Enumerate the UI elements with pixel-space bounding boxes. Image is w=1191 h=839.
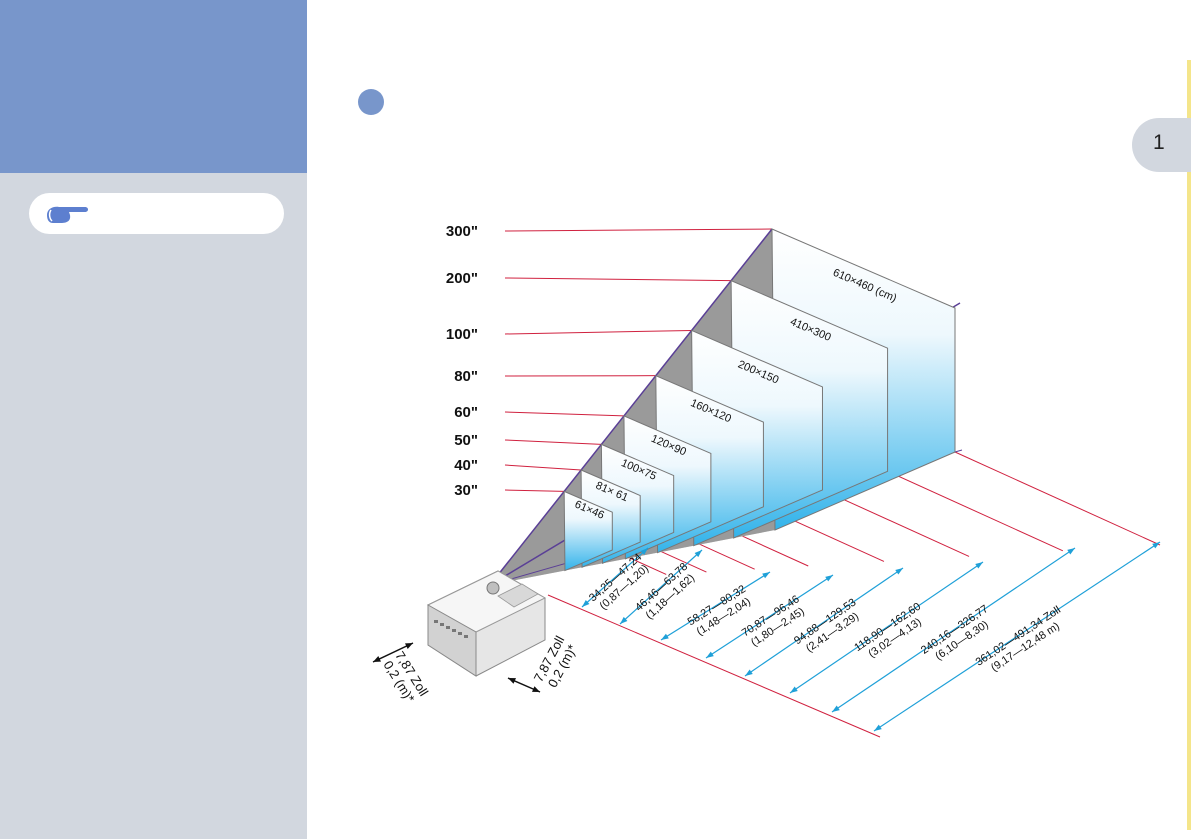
distance-arrow — [831, 547, 1076, 713]
distance-arrowhead — [825, 575, 833, 582]
chapter-number: 1 — [1153, 131, 1165, 154]
screen-size-label: 60" — [454, 404, 478, 421]
projector-vent — [434, 620, 438, 623]
distance-arrow — [873, 541, 1161, 732]
distance-arrowhead — [832, 705, 840, 712]
size-leader-line — [504, 329, 692, 335]
projector-vent — [464, 635, 468, 638]
projector-vent — [446, 626, 450, 629]
projector-lens — [486, 581, 500, 595]
left-offset-arrow — [372, 642, 414, 663]
distance-arrow — [789, 561, 984, 694]
distance-arrowhead — [975, 562, 983, 569]
distance-arrow — [581, 547, 649, 608]
distance-baseline — [547, 594, 881, 738]
projector-vent — [452, 629, 456, 632]
right-offset-arrow-head — [508, 678, 516, 684]
pointing-hand-icon — [47, 206, 88, 223]
size-leader-line — [504, 464, 582, 471]
projector-vent — [458, 632, 462, 635]
size-leader-line — [504, 277, 732, 282]
distance-arrowhead — [661, 633, 669, 640]
note-button[interactable] — [29, 193, 284, 234]
distance-arrow — [705, 574, 834, 659]
distance-arrow — [660, 571, 771, 641]
distance-arrow — [744, 567, 904, 677]
screen-panel — [563, 490, 613, 572]
page-edge-strip — [1187, 60, 1191, 830]
size-leader-line — [504, 439, 602, 445]
distance-arrowhead — [745, 669, 753, 676]
right-offset-arrow-head — [532, 686, 540, 692]
size-leader-line — [504, 228, 773, 232]
screen-size-label: 50" — [454, 432, 478, 449]
distance-arrowhead — [582, 599, 590, 607]
distance-label-group: 361,02—491,34 Zoll(9,17—12,48 m) — [974, 604, 1063, 674]
distance-arrow — [619, 549, 703, 625]
distance-arrowhead — [895, 568, 903, 575]
distance-arrowhead — [1067, 548, 1075, 555]
distance-arrowhead — [620, 616, 628, 624]
screen-size-label: 200" — [446, 270, 478, 287]
distance-arrowhead — [640, 548, 648, 556]
screen-size-label: 30" — [454, 482, 478, 499]
sidebar — [0, 0, 307, 839]
section-bullet — [358, 89, 384, 115]
screen-size-label: 80" — [454, 368, 478, 385]
screen-size-label: 300" — [446, 223, 478, 240]
distance-arrowhead — [706, 651, 714, 658]
sidebar-header — [0, 0, 307, 173]
distance-arrowhead — [874, 724, 882, 731]
left-offset-arrow-head — [373, 656, 381, 662]
size-leader-line — [504, 411, 624, 417]
projector-vent — [440, 623, 444, 626]
size-leader-line — [504, 489, 565, 492]
projector-front — [427, 604, 477, 677]
distance-leader-line — [954, 451, 1161, 546]
distance-arrowhead — [790, 686, 798, 693]
distance-arrowhead — [694, 550, 702, 558]
chapter-tab[interactable]: 1 — [1132, 118, 1191, 172]
distance-leader-line — [822, 489, 970, 557]
distance-label-group: 118,90—162,60(3,02—4,13) — [852, 601, 923, 661]
projector-lid — [497, 583, 539, 608]
distance-leader-line — [887, 470, 1064, 552]
screen-size-label: 100" — [446, 326, 478, 343]
distance-arrowhead — [762, 572, 770, 579]
left-offset-arrow-head — [405, 643, 413, 649]
frustum-top-edge — [489, 228, 773, 586]
screen-size-label: 40" — [454, 457, 478, 474]
distance-arrowhead — [1152, 542, 1160, 549]
